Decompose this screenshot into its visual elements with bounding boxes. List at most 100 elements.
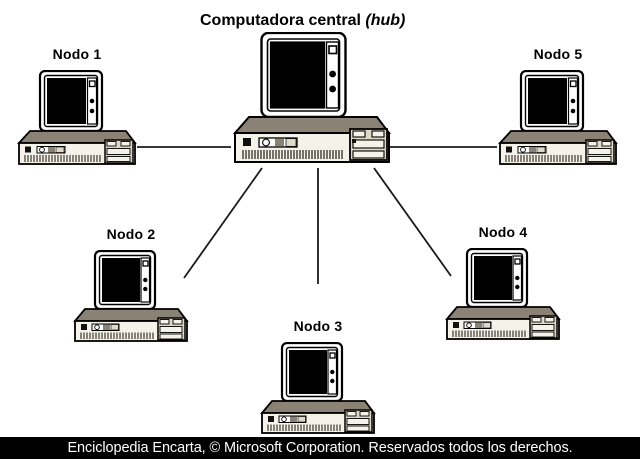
drive-slot-bottom: [531, 331, 555, 338]
drive-slot-mid: [531, 324, 555, 331]
vent-grille: [267, 424, 341, 431]
computer-nodo-5[interactable]: Nodo 5: [497, 46, 619, 165]
monitor-indicator-square: [329, 352, 336, 359]
control-slot-b: [110, 324, 119, 331]
control-slot-b: [536, 146, 546, 153]
monitor-screen: [474, 256, 512, 300]
monitor-indicator-square: [142, 260, 149, 267]
computer-nodo-4-label: Nodo 4: [478, 224, 528, 240]
hub-title: Computadora central (hub): [200, 12, 405, 30]
power-button: [81, 324, 87, 330]
computer-nodo-3-graphic: [260, 342, 376, 434]
drive-slot-top-right: [371, 130, 385, 138]
control-slot-a: [290, 416, 297, 422]
monitor-knob-upper: [329, 70, 336, 78]
drive-slot-mid: [159, 326, 183, 333]
control-knob: [520, 146, 526, 153]
drive-slot-mid: [352, 139, 385, 149]
monitor-indicator-square: [514, 258, 521, 265]
drive-slot-top-left: [346, 411, 357, 417]
monitor-indicator-square: [328, 45, 338, 55]
computer-nodo-3-label: Nodo 3: [293, 318, 343, 334]
monitor-indicator-square: [569, 80, 577, 88]
vent-grille: [242, 150, 343, 159]
power-button: [268, 416, 274, 422]
monitor-knob-upper: [515, 275, 520, 281]
control-knob: [281, 416, 287, 422]
control-slot-a: [103, 324, 110, 330]
monitor-screen: [528, 78, 567, 124]
computer-nodo-1-label: Nodo 1: [52, 46, 102, 62]
drive-slot-top-right: [544, 317, 555, 323]
vent-grille: [505, 155, 582, 162]
drive-slot-top-right: [601, 141, 612, 147]
drive-slot-bottom: [106, 156, 131, 162]
control-slot-b: [482, 322, 491, 329]
monitor-knob-lower: [330, 378, 335, 384]
hub-title-main: Computadora central: [200, 12, 361, 29]
computer-nodo-2[interactable]: Nodo 2: [72, 226, 190, 342]
computer-nodo-3[interactable]: Nodo 3: [259, 318, 377, 434]
control-knob: [94, 324, 100, 330]
hub-title-annotation: (hub): [365, 12, 406, 29]
monitor-knob-lower: [515, 284, 520, 290]
control-slot-b: [55, 146, 65, 153]
drive-slot-top-left: [352, 130, 366, 138]
monitor-indicator-square: [88, 80, 96, 88]
monitor-knob-lower: [89, 108, 95, 114]
monitor-screen: [269, 41, 326, 109]
drive-slot-bottom: [352, 150, 385, 159]
monitor-knob-lower: [143, 286, 148, 292]
computer-hub-graphic: [232, 32, 391, 163]
drive-led: [352, 139, 356, 143]
control-knob: [39, 146, 45, 153]
copyright-caption-bar: Enciclopedia Encarta, © Microsoft Corpor…: [0, 437, 640, 459]
drive-slot-top-right: [172, 319, 183, 325]
computer-nodo-1-graphic: [16, 70, 137, 165]
control-knob: [466, 322, 472, 328]
drive-slot-bottom: [587, 156, 612, 162]
computer-nodo-2-graphic: [73, 250, 189, 342]
monitor-knob-lower: [329, 85, 336, 93]
control-slot-b: [297, 416, 306, 423]
monitor-knob-upper: [143, 277, 148, 283]
control-knob: [262, 138, 270, 147]
computer-nodo-5-label: Nodo 5: [533, 46, 583, 62]
drive-slot-mid: [346, 418, 370, 425]
drive-slot-top-left: [106, 141, 117, 147]
control-slot-b: [285, 138, 297, 147]
control-slot-a: [475, 322, 482, 328]
monitor-screen: [102, 258, 140, 302]
computer-nodo-5-graphic: [497, 70, 618, 165]
copyright-caption-text: Enciclopedia Encarta, © Microsoft Corpor…: [67, 440, 573, 456]
monitor-knob-upper: [89, 98, 95, 104]
control-slot-a: [48, 147, 55, 153]
drive-slot-top-right: [120, 141, 131, 147]
monitor-knob-upper: [570, 98, 576, 104]
computer-nodo-1[interactable]: Nodo 1: [16, 46, 138, 165]
drive-slot-mid: [587, 148, 612, 155]
monitor-screen: [47, 78, 86, 124]
drive-slot-bottom: [346, 425, 370, 432]
link-hub-nodo-4: [373, 167, 452, 277]
control-slot-a: [529, 147, 536, 153]
computer-hub[interactable]: [231, 32, 391, 164]
vent-grille: [80, 332, 154, 339]
power-button: [506, 146, 512, 153]
control-slot-a: [275, 138, 284, 147]
drive-slot-bottom: [159, 333, 183, 340]
vent-grille: [452, 330, 526, 337]
link-hub-nodo-2: [183, 167, 263, 279]
monitor-screen: [289, 350, 327, 394]
drive-slot-top-left: [531, 317, 542, 323]
vent-grille: [24, 155, 101, 162]
power-button: [453, 322, 459, 328]
power-button: [243, 138, 251, 146]
drive-slot-top-left: [159, 319, 170, 325]
computer-nodo-4-graphic: [445, 248, 561, 340]
drive-slot-mid: [106, 148, 131, 155]
computer-nodo-4[interactable]: Nodo 4: [444, 224, 562, 340]
power-button: [25, 146, 31, 153]
